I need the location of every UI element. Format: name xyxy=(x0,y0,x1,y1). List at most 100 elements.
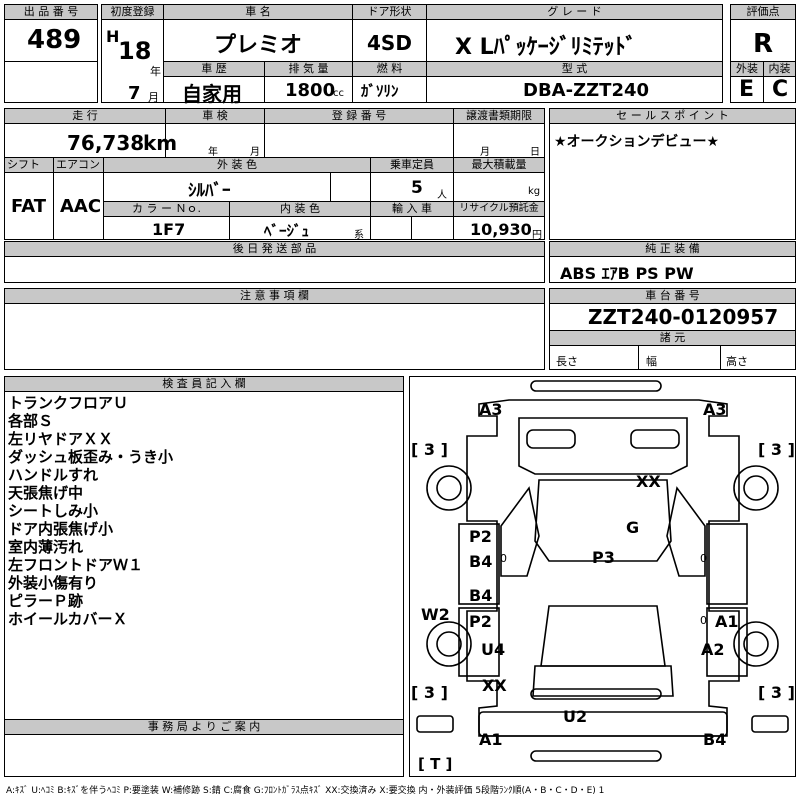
import-header: 輸 入 車 xyxy=(371,202,453,217)
note-line: 天張焦げ中 xyxy=(8,484,84,502)
dmg-w2: W2 xyxy=(421,605,450,624)
dmg-a3-left: A3 xyxy=(479,400,503,419)
notes-header: 注 意 事 項 欄 xyxy=(5,289,544,304)
shift-header: シフト xyxy=(5,158,53,173)
spare-tire-bracket: [ T ] xyxy=(418,755,453,773)
dmg-g: G xyxy=(626,518,640,537)
note-line: ドア内張焦げ小 xyxy=(8,520,114,538)
history-cell: 車 歴 自家用 xyxy=(163,61,265,106)
transfer-month-unit: 月 xyxy=(480,147,490,158)
note-line: 左リヤドアＸＸ xyxy=(8,430,114,448)
dmg-u2: U2 xyxy=(563,707,588,726)
dmg-a3-right: A3 xyxy=(703,400,727,419)
ext-color-value: ｼﾙﾊﾞｰ xyxy=(188,181,231,201)
note-line: 外装小傷有り xyxy=(8,574,99,592)
import-cell: 輸 入 車 xyxy=(370,201,454,240)
grade-header: グ レ ー ド xyxy=(427,5,722,20)
exterior-grade-cell: 外装 E xyxy=(730,61,764,103)
int-color-value: ﾍﾞｰｼﾞｭ xyxy=(264,222,310,240)
history-header: 車 歴 xyxy=(164,62,264,77)
office-cell: 事 務 局 よ り ご 案 内 xyxy=(4,719,404,777)
dmg-b4-upper: B4 xyxy=(469,552,493,571)
model-code-header: 型 式 xyxy=(427,62,722,77)
legend-text: A:ｷｽﾞ U:ﾍｺﾐ B:ｷｽﾞを伴うﾍｺﾐ P:要塗装 W:補修跡 S:錆 … xyxy=(6,786,605,796)
chassis-header: 車 台 番 号 xyxy=(550,289,795,304)
grade-value: X Lﾊﾟｯｹｰｼﾞﾘﾐﾃｯﾄﾞ xyxy=(455,35,637,60)
dmg-xx-bottom: XX xyxy=(482,676,507,695)
recycle-cell: リサイクル預託金 10,930 円 xyxy=(453,201,545,241)
spec-width: 幅 xyxy=(646,355,657,368)
capacity-unit: 人 xyxy=(437,190,447,201)
note-line: ハンドルすれ xyxy=(8,466,99,484)
grade-cell: グ レ ー ド X Lﾊﾟｯｹｰｼﾞﾘﾐﾃｯﾄﾞ xyxy=(426,4,723,62)
note-line: ダッシュ板歪み・うき小 xyxy=(8,448,174,466)
recycle-unit: 円 xyxy=(532,230,542,241)
capacity-cell: 乗車定員 5 人 xyxy=(370,157,454,202)
spec-length: 長さ xyxy=(556,355,578,368)
inspection-month-unit: 月 xyxy=(250,147,260,158)
note-line: シートしみ小 xyxy=(8,502,99,520)
era-label: H xyxy=(106,27,120,46)
transfer-header: 譲渡書類期限 xyxy=(454,109,544,124)
dmg-xx-top: XX xyxy=(636,472,661,491)
tire-tl-bracket: [ 3 ] xyxy=(411,440,448,459)
note-line: ホイールカバーＸ xyxy=(8,610,128,628)
aircon-cell: エアコン AAC xyxy=(53,157,104,240)
spec-height: 高さ xyxy=(726,355,748,368)
color-no-cell: カ ラ ー Ｎｏ. 1F7 xyxy=(103,201,230,240)
transfer-cell: 譲渡書類期限 月 日 xyxy=(453,108,545,158)
ext-color-cell: 外 装 色 ｼﾙﾊﾞｰ xyxy=(103,157,371,202)
displacement-unit: cc xyxy=(333,88,344,99)
inspector-notes-list: トランクフロアＵ 各部Ｓ 左リヤドアＸＸ ダッシュ板歪み・うき小 ハンドルすれ … xyxy=(8,394,173,628)
interior-grade-cell: 内装 C xyxy=(763,61,796,103)
score-header: 評価点 xyxy=(731,5,795,20)
genuine-cell: 純 正 装 備 ABS ｴｱB PS PW xyxy=(549,241,796,283)
dmg-u4: U4 xyxy=(481,640,506,659)
car-diagram-frame xyxy=(409,376,796,777)
int-color-cell: 内 装 色 ﾍﾞｰｼﾞｭ 系 xyxy=(229,201,371,241)
inspection-header: 車 検 xyxy=(166,109,264,124)
max-load-cell: 最大積載量 kg xyxy=(453,157,545,202)
lot-blank-cell xyxy=(4,61,98,103)
door-header: ドア形状 xyxy=(353,5,426,20)
recycle-value: 10,930 xyxy=(470,220,532,239)
interior-grade-value: C xyxy=(772,77,789,102)
note-line: ピラーＰ跡 xyxy=(8,592,84,610)
sales-point-value: ★オークションデビュー★ xyxy=(554,134,720,150)
dmg-b4-bottom: B4 xyxy=(703,730,727,749)
displacement-header: 排 気 量 xyxy=(265,62,352,77)
genuine-header: 純 正 装 備 xyxy=(550,242,795,257)
fuel-cell: 燃 料 ｶﾞｿﾘﾝ xyxy=(352,61,427,103)
aircon-header: エアコン xyxy=(54,158,103,173)
score-cell: 評価点 R xyxy=(730,4,796,62)
first-reg-cell: 初度登録 H 18 年 7 月 xyxy=(101,4,164,104)
car-name-value: プレミオ xyxy=(214,33,303,58)
lot-no-cell: 出 品 番 号 489 xyxy=(4,4,98,62)
max-load-header: 最大積載量 xyxy=(454,158,544,173)
spare-tire-value: T xyxy=(430,755,441,773)
tire-bl-value: 3 xyxy=(423,683,436,702)
year-unit: 年 xyxy=(150,65,161,78)
tire-br-value: 3 xyxy=(770,683,783,702)
int-color-suffix: 系 xyxy=(354,230,364,241)
sales-point-header: セ ー ル ス ポ イ ン ト xyxy=(550,109,795,124)
inspection-year-unit: 年 xyxy=(208,147,218,158)
color-no-value: 1F7 xyxy=(152,220,186,239)
genuine-value: ABS ｴｱB PS PW xyxy=(560,264,694,283)
car-name-cell: 車 名 プレミオ xyxy=(163,4,353,62)
max-load-unit: kg xyxy=(528,186,541,197)
dmg-a1-bottom: A1 xyxy=(479,730,503,749)
transfer-day-unit: 日 xyxy=(530,147,540,158)
chassis-value: ZZT240-0120957 xyxy=(588,305,779,329)
note-line: 室内薄汚れ xyxy=(8,538,84,556)
first-reg-header: 初度登録 xyxy=(102,5,163,20)
note-line: トランクフロアＵ xyxy=(8,394,129,412)
exterior-grade-value: E xyxy=(739,77,755,102)
reg-month: 7 xyxy=(128,83,141,104)
dmg-zero-3: 0 xyxy=(700,614,707,627)
later-parts-cell: 後 日 発 送 部 品 xyxy=(4,241,545,283)
door-value: 4SD xyxy=(367,31,412,55)
dmg-a1-right: A1 xyxy=(715,612,739,631)
sales-point-cell: セ ー ル ス ポ イ ン ト ★オークションデビュー★ xyxy=(549,108,796,240)
inspector-header: 検 査 員 記 入 欄 xyxy=(5,377,403,392)
